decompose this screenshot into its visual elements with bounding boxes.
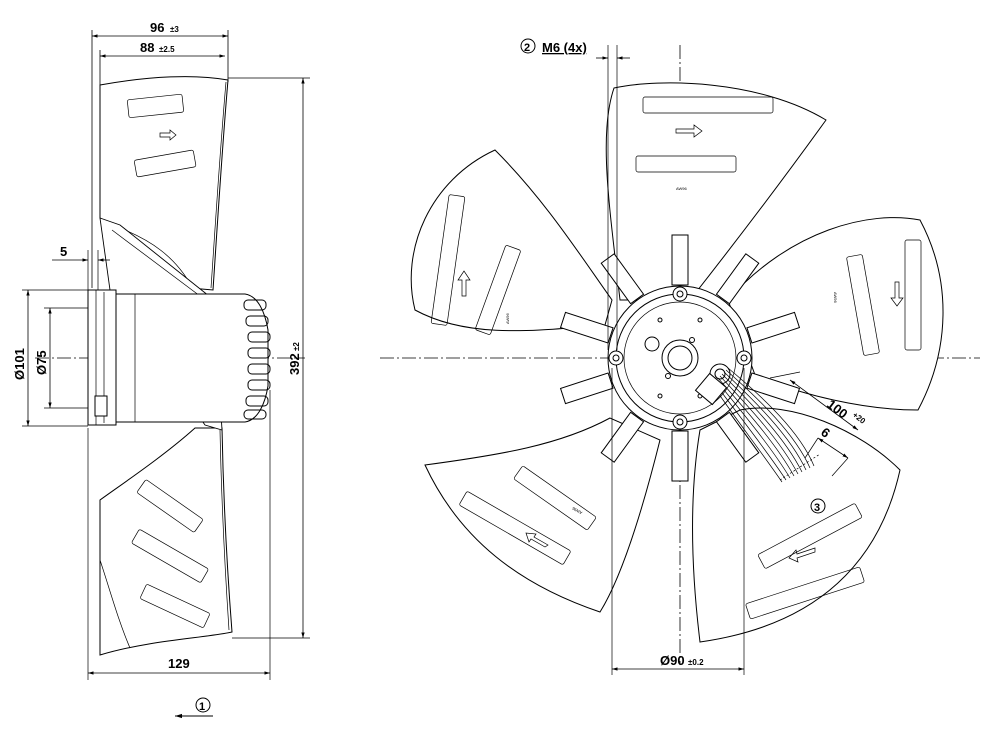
callout-cable-number: 3 bbox=[814, 502, 820, 514]
front-blade: AW96 bbox=[424, 417, 661, 613]
front-blade: AW96 bbox=[410, 149, 613, 335]
callout-thread-number: 2 bbox=[524, 42, 530, 54]
dim-dia-inner: Ø75 bbox=[34, 350, 49, 375]
dim-height-tol: ±2 bbox=[292, 342, 301, 351]
dim-width-blade: 88 bbox=[140, 40, 154, 55]
dim-depth: 129 bbox=[168, 656, 190, 671]
blade-marking: AW96 bbox=[570, 505, 582, 515]
dim-dia-outer: Ø101 bbox=[12, 348, 27, 380]
hub-spokes bbox=[559, 234, 801, 482]
side-cooling-ribs bbox=[243, 299, 271, 420]
callout-thread: M6 (4x) bbox=[542, 40, 587, 55]
front-view: AW96 AW96 AW96 AW96 bbox=[380, 38, 980, 675]
blade-marking: AW96 bbox=[676, 186, 688, 191]
dim-width-total-tol: ±3 bbox=[170, 25, 179, 34]
front-blade: AW96 bbox=[605, 82, 827, 301]
dim-width-blade-tol: ±2.5 bbox=[159, 45, 175, 54]
front-blade bbox=[692, 407, 901, 643]
dim-width-total: 96 bbox=[150, 20, 164, 35]
side-view: 96 ±3 88 ±2.5 5 Ø101 Ø75 392 ±2 129 bbox=[12, 20, 310, 719]
hub-outer-ring bbox=[607, 285, 753, 431]
dim-bolt-circle-tol: ±0.2 bbox=[688, 658, 704, 667]
side-blade-lower bbox=[99, 427, 233, 656]
dim-height: 392 bbox=[287, 353, 302, 375]
cable-bundle bbox=[694, 367, 821, 483]
airflow-marker-number: 1 bbox=[199, 701, 205, 713]
airflow-marker: 1 bbox=[175, 697, 213, 719]
side-rotor bbox=[115, 293, 269, 423]
blade-marking: AW96 bbox=[505, 312, 510, 324]
dim-offset: 5 bbox=[60, 244, 67, 259]
dim-cable-length-tol: +20 bbox=[851, 410, 868, 426]
blade-marking: AW96 bbox=[833, 292, 838, 304]
dim-bolt-circle: Ø90 bbox=[660, 653, 685, 668]
